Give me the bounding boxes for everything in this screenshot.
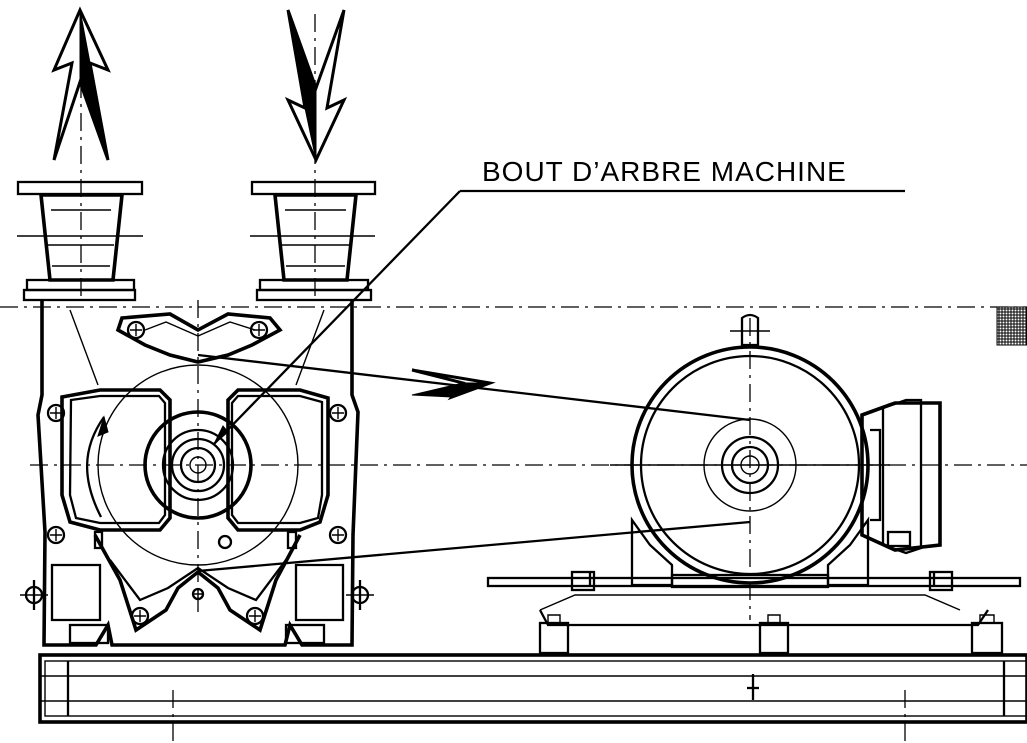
belt-direction-arrow-icon <box>411 368 496 401</box>
shaft-end-label: BOUT D’ARBRE MACHINE <box>482 156 847 187</box>
hatch-block <box>996 306 1027 346</box>
pump-casing <box>20 300 374 647</box>
base-frame <box>38 653 1027 724</box>
pump-inlet-nozzle <box>250 180 377 302</box>
shaft-end-annotation: BOUT D’ARBRE MACHINE <box>213 156 905 445</box>
motor-assembly <box>486 313 1022 655</box>
outlet-flow-arrow-icon <box>51 6 111 161</box>
inlet-flow-arrow-icon <box>284 9 348 164</box>
pump-outlet-nozzle <box>16 180 144 302</box>
rotation-direction-arrow-icon <box>85 415 109 518</box>
center-lines <box>0 14 1027 743</box>
